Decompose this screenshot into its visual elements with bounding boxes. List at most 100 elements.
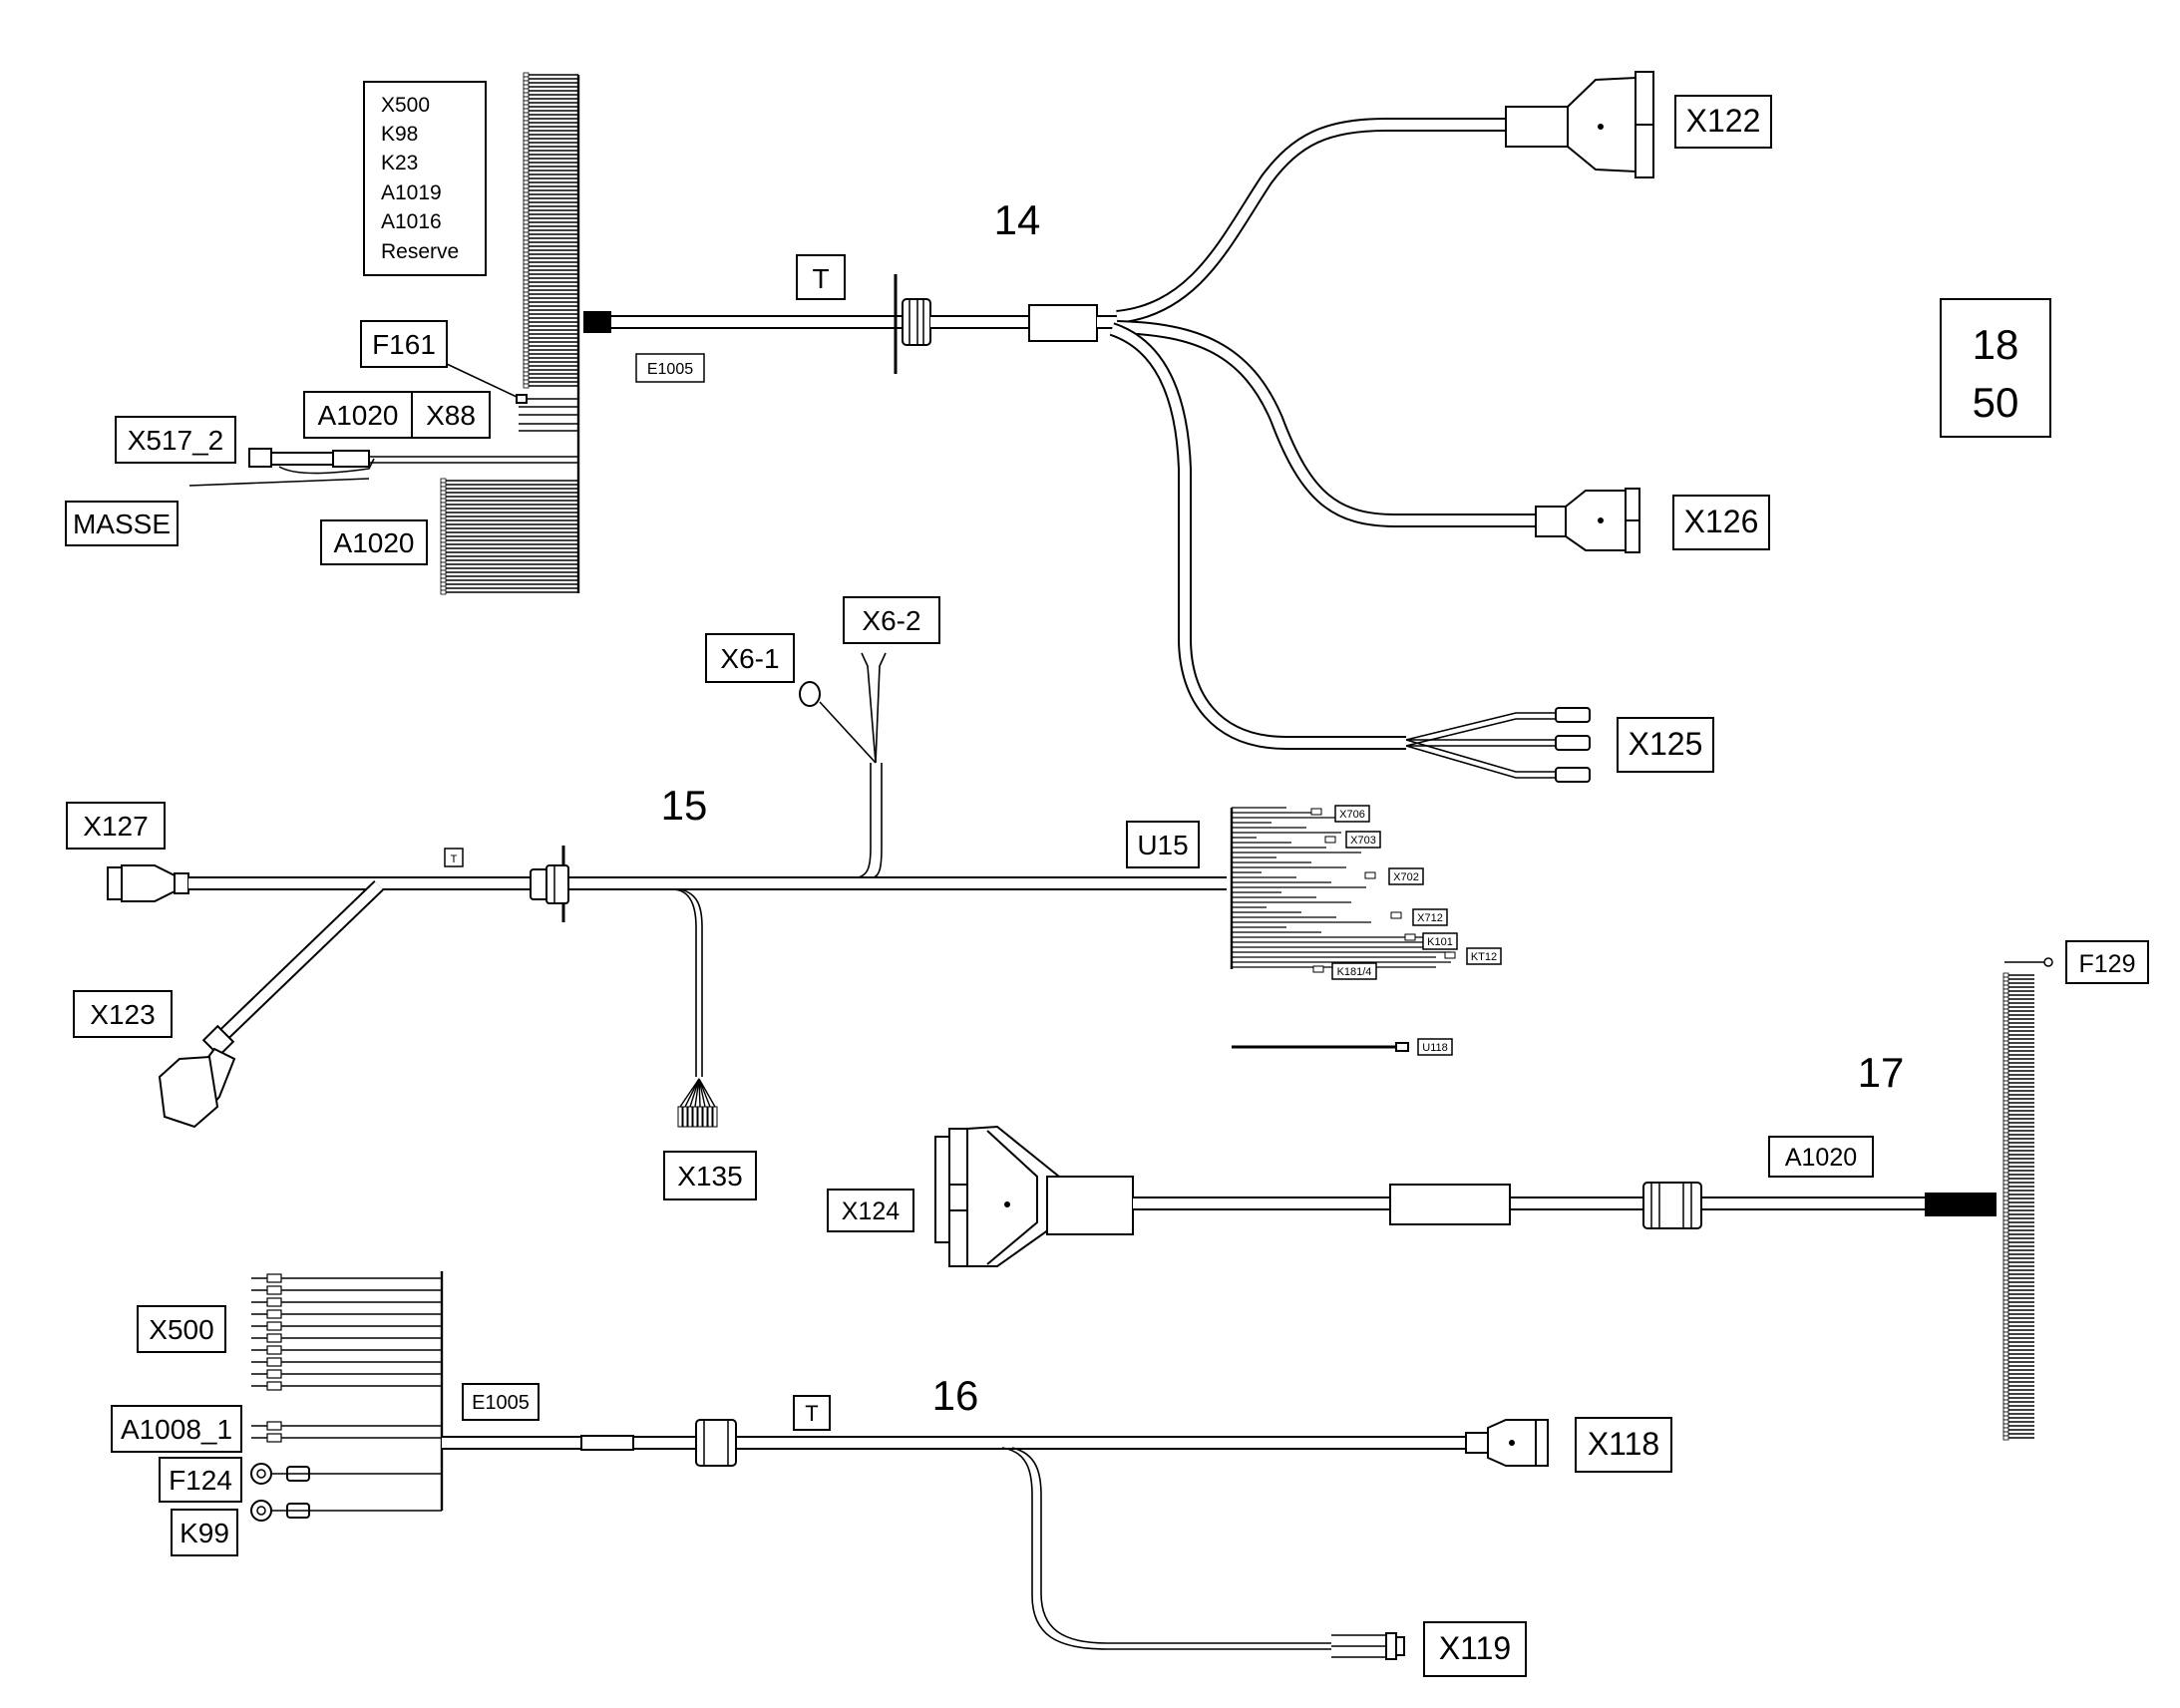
wire-terminal [266, 1381, 282, 1391]
wire-terminal [523, 191, 530, 197]
label-x135: X135 [663, 1151, 757, 1200]
label-text: X517_2 [128, 425, 224, 456]
wire-terminal [2002, 1048, 2009, 1054]
wire-terminal [2002, 1403, 2009, 1409]
connector-x119 [1331, 1632, 1405, 1660]
wire-terminal [2002, 1359, 2009, 1365]
label-k181-4: K181/4 [1331, 962, 1377, 980]
label-t-14: T [796, 254, 846, 300]
label-text: F129 [2079, 950, 2136, 978]
wire-terminal [523, 104, 530, 110]
wire-terminal [2002, 1223, 2009, 1229]
wire-terminal [523, 355, 530, 361]
assembly-number-14: 14 [994, 196, 1041, 243]
wire-terminal [2002, 984, 2009, 990]
wire-terminal [523, 144, 530, 150]
wire-terminal [2002, 1375, 2009, 1381]
wire-terminal [523, 335, 530, 341]
wire-terminal [2002, 1044, 2009, 1050]
label-text: F124 [169, 1465, 232, 1496]
label-text: F161 [372, 329, 436, 360]
wire-terminal [523, 148, 530, 154]
wire-terminal [523, 251, 530, 257]
connector-x124 [934, 1125, 1134, 1267]
wire-terminal [2002, 1072, 2009, 1078]
assembly-number-16: 16 [932, 1372, 979, 1419]
list-item: A1016 [381, 210, 442, 233]
wire-terminal [2002, 1387, 2009, 1393]
label-f161: F161 [360, 320, 518, 398]
label-u118: U118 [1417, 1038, 1453, 1056]
wire-terminal [440, 569, 447, 575]
wire-terminal [266, 1433, 282, 1443]
wire-terminal [266, 1297, 282, 1307]
pin [702, 1106, 708, 1128]
wire-terminal [523, 160, 530, 166]
wire-terminal [523, 211, 530, 217]
wire-terminal [523, 267, 530, 273]
wire-terminal [523, 92, 530, 98]
wire-comb-top [523, 72, 578, 389]
wire [698, 1078, 706, 1108]
wire-terminal [523, 359, 530, 365]
wire-terminal [266, 1357, 282, 1367]
wire [694, 1078, 700, 1108]
wire-terminal [2002, 1012, 2009, 1018]
label-text: X122 [1686, 103, 1761, 139]
label-text: A1020 [318, 400, 399, 431]
wire-terminal [523, 319, 530, 325]
wire-terminal [2002, 1132, 2009, 1138]
label-f129: F129 [2065, 940, 2149, 984]
pin [692, 1106, 698, 1128]
wire-terminal [523, 124, 530, 130]
wire-terminal [2002, 1052, 2009, 1058]
wire-terminal [2002, 1199, 2009, 1205]
wire-terminal [440, 561, 447, 567]
wire-terminal [2002, 1347, 2009, 1353]
wire-terminal [523, 164, 530, 170]
label-a1020-mid: A1020 [320, 519, 428, 565]
wire-terminal [2002, 1391, 2009, 1397]
wire-terminal [2002, 1144, 2009, 1150]
label-text: X702 [1393, 871, 1419, 883]
label-x706: X706 [1334, 805, 1370, 823]
wire-terminal [2002, 1207, 2009, 1213]
wire-terminal [440, 510, 447, 515]
wire-terminal [266, 1345, 282, 1355]
wire-terminal [523, 255, 530, 261]
label-text: X712 [1417, 912, 1443, 924]
label-text: X6-1 [720, 643, 779, 674]
label-text: X706 [1339, 809, 1365, 821]
wire-terminal [2002, 1247, 2009, 1253]
wire-terminal [523, 88, 530, 94]
wire-terminal [523, 283, 530, 289]
label-x123: X123 [73, 990, 173, 1038]
wire-terminal [523, 315, 530, 321]
wire-terminal [2002, 1319, 2009, 1325]
wire-terminal [440, 513, 447, 519]
wire-terminal [523, 219, 530, 225]
label-x517-2: X517_2 [115, 416, 236, 464]
connector-x135 [677, 1078, 718, 1128]
label-text: X125 [1629, 726, 1703, 762]
wire-terminal [523, 379, 530, 385]
wire-terminal [440, 585, 447, 591]
label-text: E1005 [472, 1392, 530, 1414]
wire-terminal [1364, 871, 1376, 879]
label-x88: X88 [411, 391, 491, 439]
wire-terminal [2002, 1239, 2009, 1245]
wire-terminal [523, 287, 530, 293]
harness-14 [188, 71, 1654, 783]
wire-terminal [2002, 1383, 2009, 1389]
label-text: T [805, 1401, 818, 1426]
wire-terminal [523, 203, 530, 209]
wire-terminal [2002, 1339, 2009, 1345]
wire-terminal [440, 486, 447, 492]
wire-terminal [2002, 1168, 2009, 1174]
label-x125: X125 [1617, 717, 1714, 773]
pin [682, 1106, 688, 1128]
list-item: A1019 [381, 181, 442, 204]
label-text: X123 [90, 999, 155, 1030]
wire-terminal [523, 136, 530, 142]
wire-terminal [2002, 1060, 2009, 1066]
